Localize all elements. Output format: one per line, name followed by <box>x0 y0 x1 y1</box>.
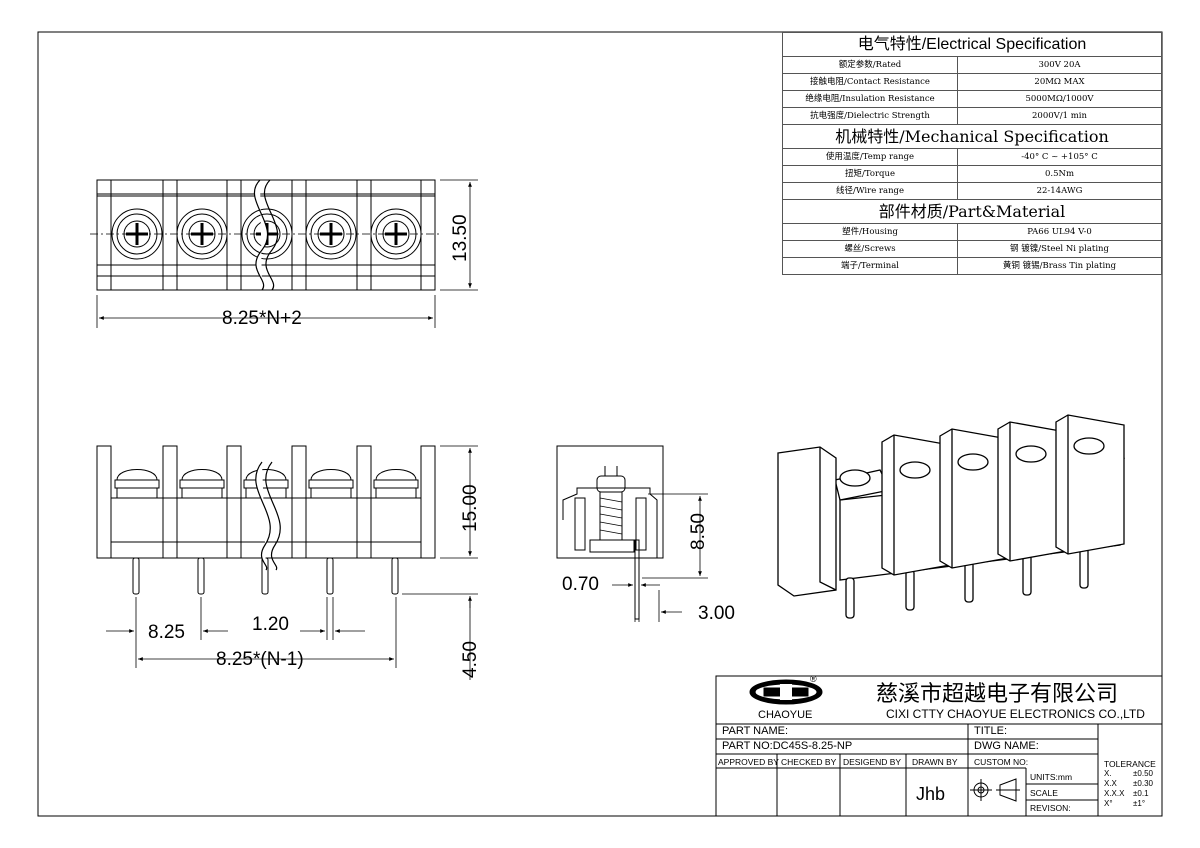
chaoyue-logo-icon <box>749 679 823 705</box>
tolerance-title: TOLERANCE <box>1104 759 1156 769</box>
dim-pin-thickness: 0.70 <box>562 574 599 595</box>
designed-by-label: DESIGEND BY <box>843 757 902 767</box>
projection-symbol-icon <box>970 778 1020 802</box>
front-view-dimensions <box>106 445 478 680</box>
spec-value: PA66 UL94 V-0 <box>957 223 1162 241</box>
dim-top-width: 8.25*N+2 <box>222 308 302 329</box>
spec-value: 5000MΩ/1000V <box>957 90 1162 108</box>
dim-side-height: 8.50 <box>688 513 709 550</box>
part-no: PART NO:DC45S-8.25-NP <box>722 740 853 752</box>
part-name-label: PART NAME: <box>722 725 789 737</box>
tolerance-value: ±0.30 <box>1133 779 1153 788</box>
dim-pin-gap: 1.20 <box>252 614 289 635</box>
side-view <box>556 445 664 620</box>
company-name-en: CIXI CTTY CHAOYUE ELECTRONICS CO.,LTD <box>886 707 1145 721</box>
mechanical-spec-title: 机械特性/Mechanical Specification <box>782 124 1162 149</box>
material-spec-title: 部件材质/Part&Material <box>782 199 1162 224</box>
electrical-spec-title: 电气特性/Electrical Specification <box>782 32 1162 57</box>
tolerance-value: ±0.50 <box>1133 769 1153 778</box>
company-name-cn: 慈溪市超越电子有限公司 <box>876 682 1119 707</box>
dim-side-offset: 3.00 <box>698 603 735 624</box>
spec-value: -40° C ~ +105° C <box>957 148 1162 166</box>
logo-mark: ® <box>810 674 817 684</box>
spec-label: 额定参数/Rated <box>782 56 958 74</box>
spec-label: 线径/Wire range <box>782 182 958 200</box>
title-block <box>715 675 1163 817</box>
isometric-view <box>777 414 1125 619</box>
tolerance-key: X.X <box>1104 779 1117 788</box>
tolerance-value: ±1° <box>1133 799 1146 808</box>
tolerance-key: X. <box>1104 769 1112 778</box>
spec-value: 20MΩ MAX <box>957 73 1162 91</box>
drawn-by-label: DRAWN BY <box>912 757 958 767</box>
dim-pitch: 8.25 <box>148 622 185 643</box>
spec-value: 0.5Nm <box>957 165 1162 183</box>
tolerance-value: ±0.1 <box>1133 789 1149 798</box>
spec-value: 2000V/1 min <box>957 107 1162 125</box>
drawn-by-value: Jhb <box>916 784 946 804</box>
approved-by-label: APPROVED BY <box>718 757 779 767</box>
spec-label: 使用温度/Temp range <box>782 148 958 166</box>
spec-label: 接触电阻/Contact Resistance <box>782 73 958 91</box>
scale-label: SCALE <box>1030 788 1058 798</box>
dwg-name-label: DWG NAME: <box>974 740 1039 752</box>
spec-label: 扭矩/Torque <box>782 165 958 183</box>
spec-label: 塑件/Housing <box>782 223 958 241</box>
side-view-dimensions <box>612 493 708 622</box>
spec-table: 电气特性/Electrical Specification 额定参数/Rated… <box>782 32 1162 275</box>
dim-front-height: 15.00 <box>460 484 481 532</box>
front-view <box>96 445 436 595</box>
dim-pin-length: 4.50 <box>460 641 481 678</box>
spec-label: 螺丝/Screws <box>782 240 958 258</box>
custom-no-label: CUSTOM NO: <box>974 757 1029 767</box>
spec-value: 300V 20A <box>957 56 1162 74</box>
checked-by-label: CHECKED BY <box>781 757 837 767</box>
top-view-dimensions <box>96 179 478 328</box>
logo-text: CHAOYUE <box>758 709 813 721</box>
spec-label: 端子/Terminal <box>782 257 958 275</box>
tolerance-key: X° <box>1104 799 1113 808</box>
spec-value: 黄铜 镀锡/Brass Tin plating <box>957 257 1162 275</box>
spec-value: 钢 镀镍/Steel Ni plating <box>957 240 1162 258</box>
spec-label: 抗电强度/Dielectric Strength <box>782 107 958 125</box>
dim-pin-span: 8.25*(N-1) <box>216 649 304 670</box>
spec-label: 绝缘电阻/Insulation Resistance <box>782 90 958 108</box>
units-label: UNITS:mm <box>1030 772 1073 782</box>
dim-top-height: 13.50 <box>450 214 471 262</box>
sheet-border <box>37 31 1163 817</box>
title-label: TITLE: <box>974 725 1008 737</box>
spec-value: 22-14AWG <box>957 182 1162 200</box>
top-view <box>90 179 442 291</box>
tolerance-key: X.X.X <box>1104 789 1125 798</box>
revison-label: REVISON: <box>1030 803 1071 813</box>
